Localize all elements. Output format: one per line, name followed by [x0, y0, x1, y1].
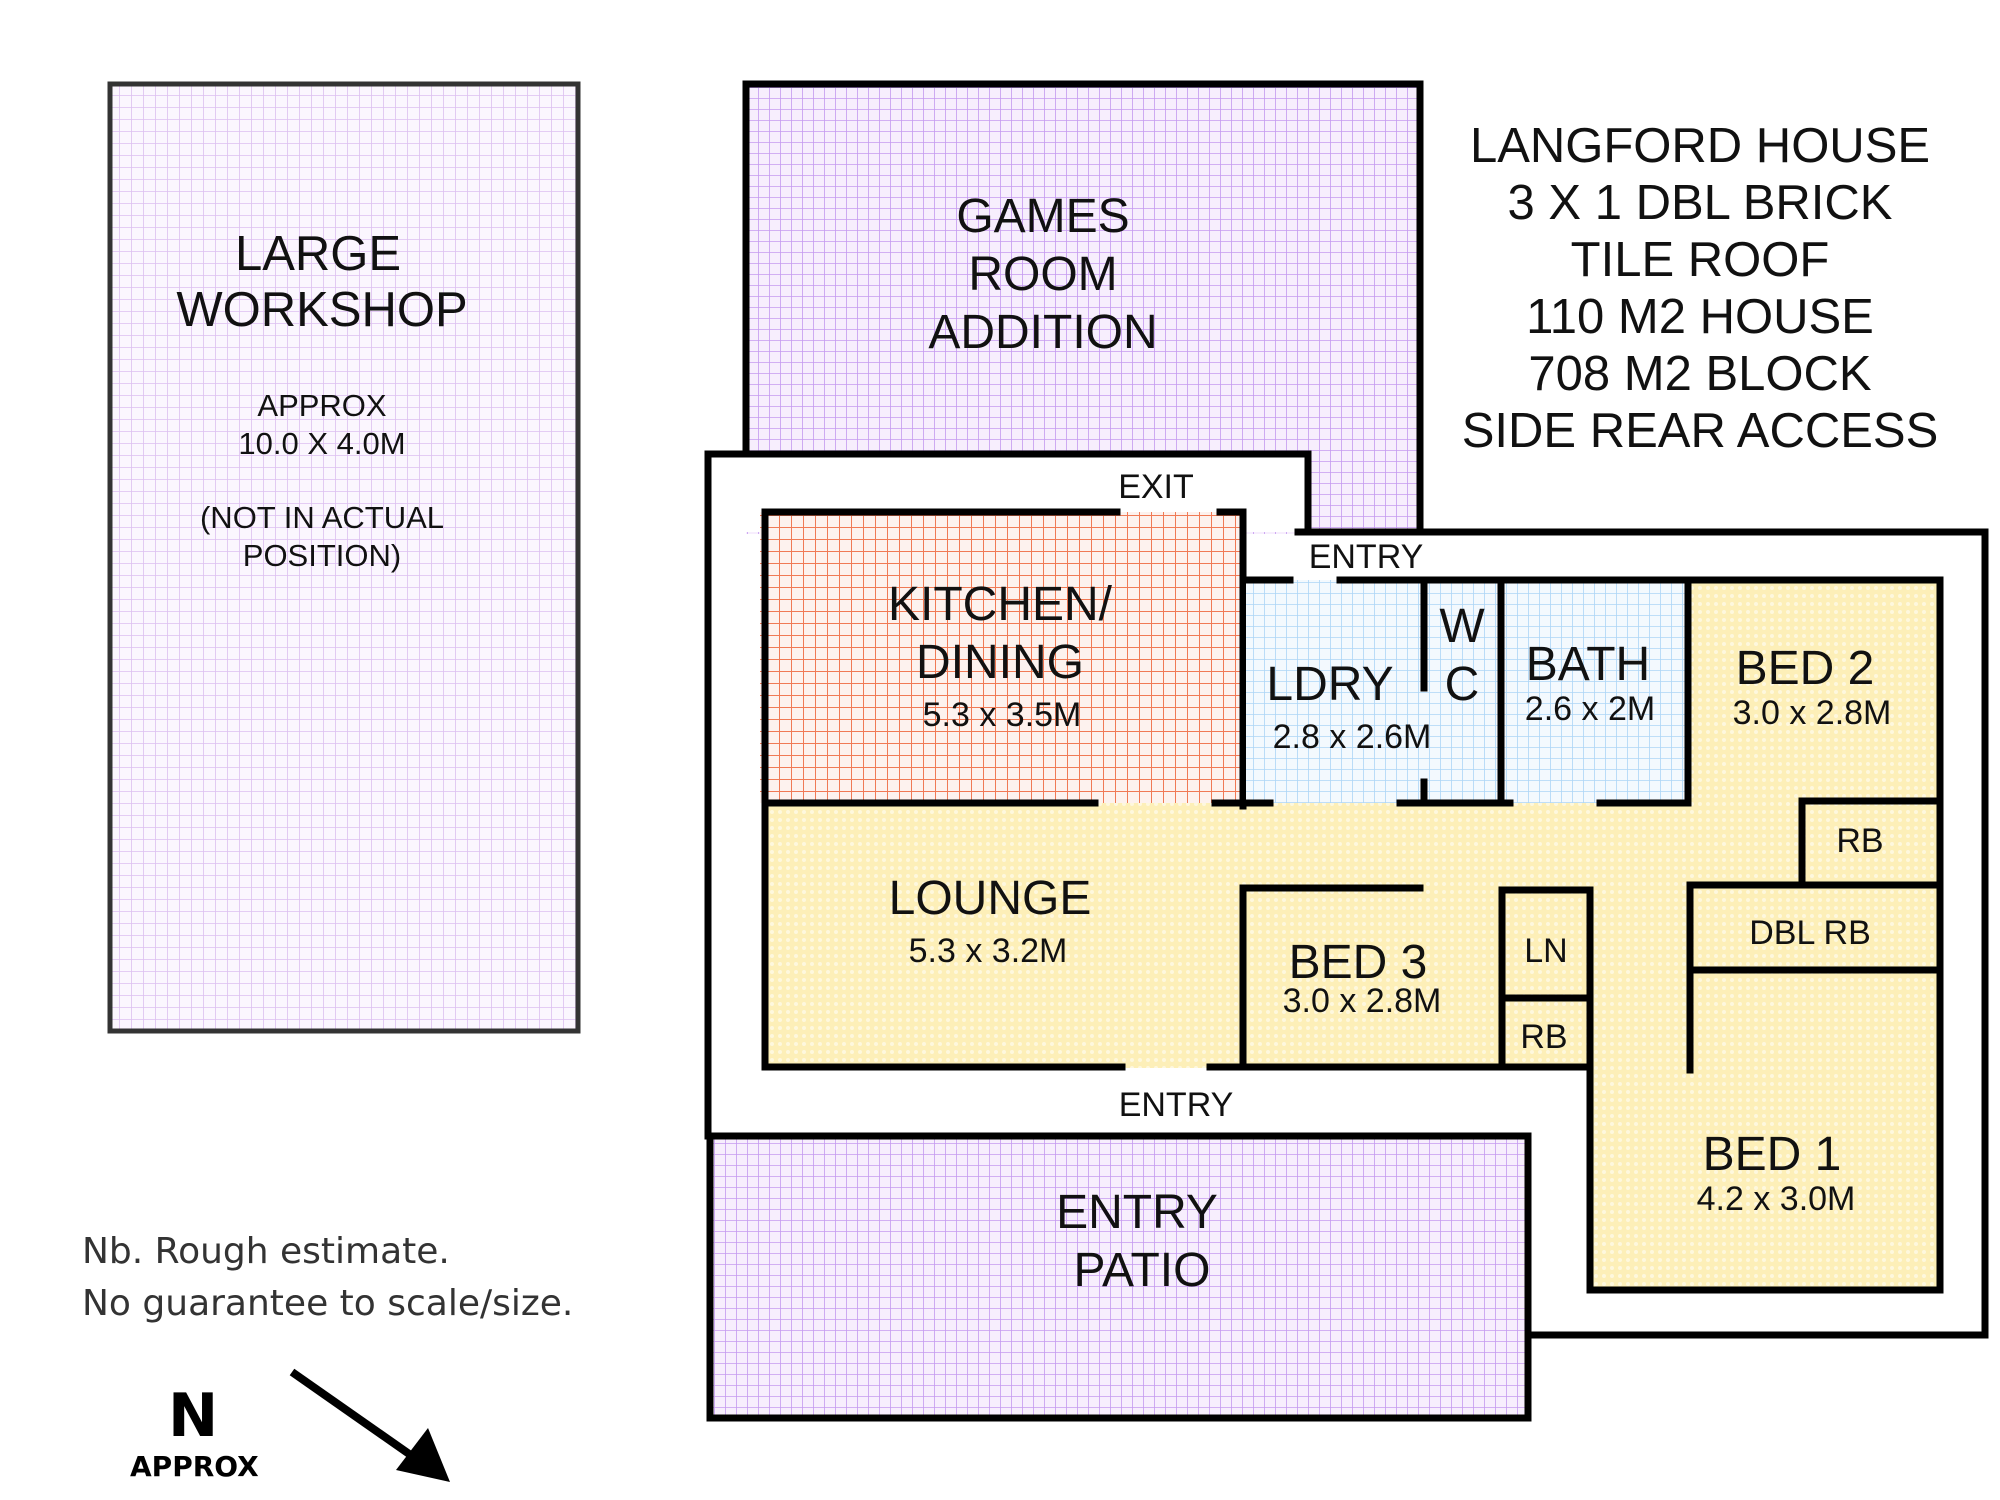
property-info-line: 3 X 1 DBL BRICK: [1507, 176, 1893, 230]
bed2-wall-top-right: [1684, 576, 1944, 1294]
disclaimer-line: Nb. Rough estimate.: [82, 1231, 450, 1272]
bed2-size: 3.0 x 2.8M: [1733, 694, 1892, 732]
lounge-wall-left-bottom: [761, 799, 1126, 1071]
robe-bed3-label: RB: [1520, 1018, 1567, 1056]
bed3-name: BED 3: [1289, 936, 1428, 989]
kitchen-wall-top-left: [761, 508, 1121, 810]
wc-name-line-1: W: [1439, 600, 1485, 653]
bed3: BED 3 3.0 x 2.8M: [1239, 884, 1442, 1071]
disclaimer: Nb. Rough estimate. No guarantee to scal…: [82, 1226, 573, 1330]
linen-wall: [1498, 886, 1594, 1071]
bed3-wall: [1239, 884, 1424, 1071]
workshop-name-line-1: LARGE: [235, 227, 401, 281]
workshop: LARGE WORKSHOP APPROX 10.0 X 4.0M (NOT I…: [107, 81, 581, 1034]
living-area-fill: [765, 803, 1990, 1290]
property-info-line: SIDE REAR ACCESS: [1461, 404, 1939, 458]
bath-size: 2.6 x 2M: [1525, 690, 1655, 728]
games-room-name-line-3: ADDITION: [928, 306, 1157, 359]
bed1: BED 1 4.2 x 3.0M: [1686, 1061, 1944, 1218]
lounge-name: LOUNGE: [889, 872, 1092, 925]
ldry-size: 2.8 x 2.6M: [1273, 718, 1432, 756]
linen-label: LN: [1524, 932, 1567, 970]
ldry-name: LDRY: [1266, 658, 1393, 711]
kitchen-dining: KITCHEN/ DINING 5.3 x 3.5M: [760, 508, 1247, 810]
robe-bed2: RB: [1686, 797, 1944, 889]
property-info-line: TILE ROOF: [1570, 233, 1830, 287]
robe-bed2-wall-top: [1798, 797, 1944, 889]
double-robe: DBL RB: [1686, 881, 1944, 1069]
bed2-name: BED 2: [1736, 642, 1875, 695]
linen-robe: LN RB: [1498, 886, 1594, 1071]
lounge-wall-bottom-right: [1206, 1063, 1944, 1294]
dbl-rb-label: DBL RB: [1749, 914, 1871, 952]
entry-patio-fill: [710, 1138, 1528, 1418]
games-room-wall: [742, 80, 1424, 536]
entry-patio: ENTRY PATIO: [704, 1132, 1989, 1422]
property-info-line: 110 M2 HOUSE: [1526, 290, 1874, 344]
compass-letter: N: [168, 1381, 219, 1451]
games-room-name-line-2: ROOM: [968, 248, 1117, 301]
kitchen-size: 5.3 x 3.5M: [923, 696, 1082, 734]
kitchen-name-line-1: KITCHEN/: [888, 578, 1113, 631]
side-entry-label: ENTRY: [1309, 538, 1424, 576]
workshop-note-line-1: (NOT IN ACTUAL: [200, 500, 444, 535]
workshop-outline: [107, 81, 581, 1034]
bath-name: BATH: [1526, 638, 1650, 691]
workshop-name-line-2: WORKSHOP: [176, 283, 467, 337]
kitchen-name-line-2: DINING: [916, 636, 1084, 689]
workshop-note-line-2: POSITION): [243, 538, 401, 573]
wet-areas: LDRY 2.8 x 2.6M W C BATH 2.6 x 2M: [1239, 576, 1692, 807]
compass-label: APPROX: [130, 1450, 259, 1483]
entry-patio-name-line-1: ENTRY: [1056, 1186, 1218, 1239]
north-arrow-icon: [289, 1368, 450, 1482]
kitchen-wall-right: [1216, 508, 1247, 810]
lounge-size: 5.3 x 3.2M: [909, 932, 1068, 970]
entry-patio-wall: [704, 1132, 1532, 1422]
bed1-name: BED 1: [1703, 1128, 1842, 1181]
property-info: LANGFORD HOUSE 3 X 1 DBL BRICK TILE ROOF…: [1440, 118, 1960, 460]
bed1-size: 4.2 x 3.0M: [1697, 1180, 1856, 1218]
entry-patio-name-line-2: PATIO: [1074, 1244, 1211, 1297]
workshop-size: 10.0 X 4.0M: [238, 426, 405, 461]
bed3-size: 3.0 x 2.8M: [1283, 982, 1442, 1020]
kitchen-fill: [760, 512, 1243, 803]
wc-name-line-2: C: [1445, 658, 1480, 711]
disclaimer-line: No guarantee to scale/size.: [82, 1283, 574, 1324]
games-room-name-line-1: GAMES: [956, 190, 1129, 243]
bed2: BED 2 3.0 x 2.8M: [1684, 576, 1944, 1294]
front-entry-label: ENTRY: [1119, 1086, 1234, 1124]
wet-areas-fill: [1246, 580, 1688, 803]
exit-label: EXIT: [1118, 468, 1194, 506]
robe-bed2-label: RB: [1836, 822, 1883, 860]
property-info-line: LANGFORD HOUSE: [1469, 119, 1931, 173]
lounge: LOUNGE 5.3 x 3.2M: [761, 799, 1944, 1294]
property-info-line: 708 M2 BLOCK: [1528, 347, 1872, 401]
bed2-fill: [1688, 580, 1940, 810]
workshop-approx: APPROX: [257, 388, 387, 423]
